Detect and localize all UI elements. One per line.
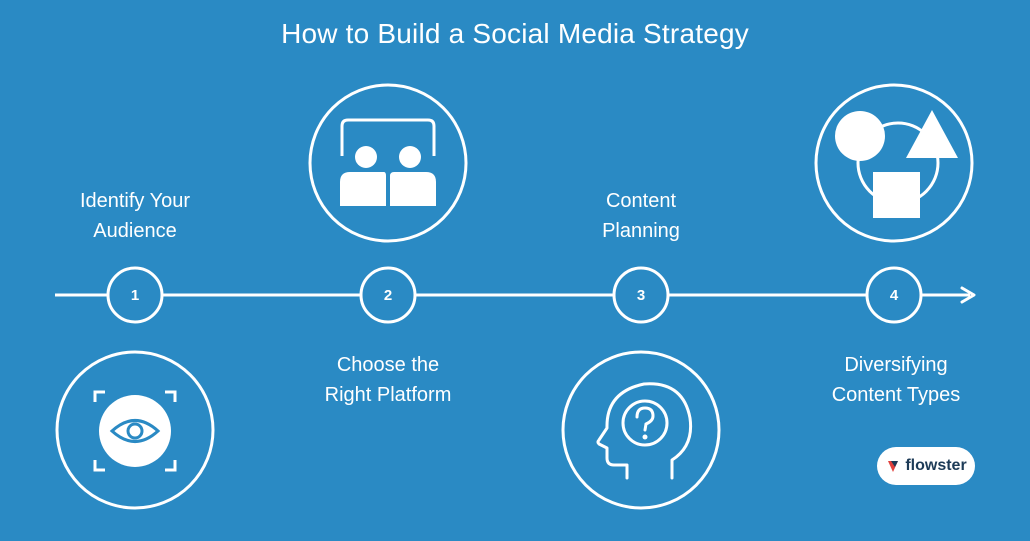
eye-focus-icon — [55, 350, 215, 510]
step-2-label: Choose the Right Platform — [278, 350, 498, 410]
step-2-number: 2 — [384, 287, 392, 304]
flowster-logo: flowster — [877, 447, 975, 485]
step-3-marker: 3 — [612, 266, 670, 324]
flowster-logo-icon — [888, 461, 899, 472]
step-1-number: 1 — [131, 287, 139, 304]
step-3-label: Content Planning — [531, 186, 751, 246]
step-4-marker: 4 — [865, 266, 923, 324]
step-1-label-line-1: Identify Your — [79, 190, 191, 212]
step-1-label-line-2: Audience — [93, 220, 177, 242]
shapes-icon — [814, 83, 974, 243]
head-question-icon — [561, 350, 721, 510]
step-3-label-line-2: Planning — [602, 220, 680, 242]
step-4-label: Diversifying Content Types — [786, 350, 1006, 410]
page-title: How to Build a Social Media Strategy — [281, 18, 749, 49]
step-1-marker: 1 — [106, 266, 164, 324]
step-2-label-line-1: Choose the — [336, 354, 440, 376]
step-2-label-line-2: Right Platform — [324, 384, 452, 406]
timeline-arrow-icon — [960, 286, 976, 304]
step-4-number: 4 — [890, 287, 899, 304]
presentation-audience-icon — [308, 83, 468, 243]
step-4-label-line-1: Diversifying — [844, 354, 948, 376]
step-1-label: Identify Your Audience — [25, 186, 245, 246]
step-3-label-line-1: Content — [605, 190, 677, 212]
step-2-marker: 2 — [359, 266, 417, 324]
brand-name: flowster — [905, 457, 967, 474]
step-4-label-line-2: Content Types — [831, 384, 961, 406]
step-3-number: 3 — [637, 287, 645, 304]
